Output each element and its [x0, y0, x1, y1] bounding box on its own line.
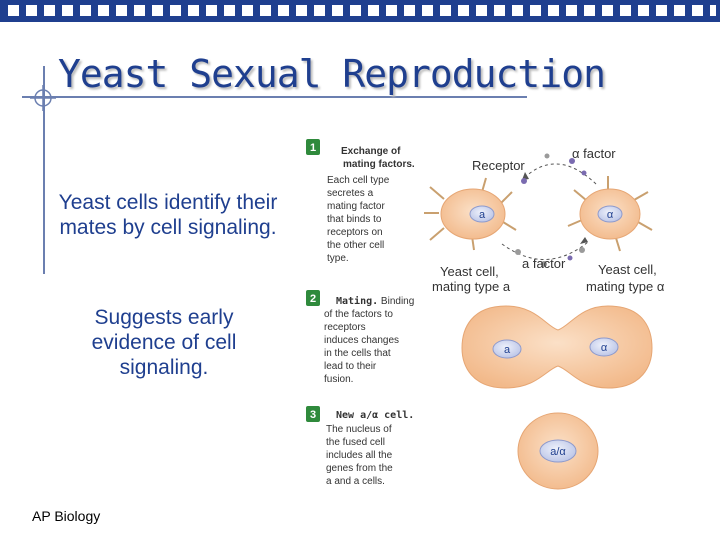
bullet-text-2: Suggests early evidence of cell signalin… — [91, 306, 237, 380]
step-3-badge: 3 — [306, 406, 320, 422]
svg-text:3: 3 — [310, 409, 316, 421]
diploid-nucleus — [539, 439, 577, 463]
receptor-label: Receptor — [472, 158, 525, 173]
crosshair-icon — [30, 85, 56, 111]
fused-nucleus-a-label: a — [504, 344, 511, 356]
svg-text:1: 1 — [310, 142, 316, 154]
a-factor-label: a factor — [522, 256, 566, 271]
cell-a-label: a — [479, 209, 486, 221]
receptor-spikes-alpha — [567, 176, 653, 252]
nucleus-a — [469, 205, 495, 223]
fused-nucleus-a — [492, 339, 522, 359]
step-1-badge: 1 — [306, 139, 320, 155]
cell-alpha-caption-line2: mating type α — [586, 279, 665, 294]
step-3-text: New a/α cell. The nucleus of the fused c… — [326, 410, 417, 487]
cell-a-caption-line1: Yeast cell, — [440, 264, 499, 279]
footer-label: AP Biology — [32, 508, 101, 524]
step-1-heading: Exchange of mating factors. — [341, 146, 415, 170]
svg-text:2: 2 — [310, 293, 316, 305]
decorative-horizontal-rule — [22, 96, 527, 98]
alpha-factor-label: α factor — [572, 146, 616, 161]
step-1-body: Each cell type secretes a mating factor … — [327, 175, 392, 264]
step-2-text: Mating. Binding of the factors to recept… — [324, 295, 417, 385]
fusing-cells — [461, 305, 653, 389]
arrowhead-icon — [580, 237, 588, 244]
cell-a-caption-line2: mating type a — [432, 279, 511, 294]
fused-nucleus-alpha — [589, 337, 619, 357]
receptor-spikes-a — [424, 177, 517, 251]
slide-title: Yeast Sexual Reproduction — [58, 52, 606, 96]
top-banner — [0, 0, 720, 22]
diploid-nucleus-label: a/α — [550, 446, 566, 458]
factor-molecules — [515, 153, 587, 267]
step-2-badge: 2 — [306, 290, 320, 306]
yeast-mating-figure: 1 2 3 Exchange of mating factors. Each c… — [306, 139, 665, 490]
cell-alpha-label: α — [607, 209, 614, 221]
decorative-vertical-rule — [43, 66, 45, 274]
cell-alpha-caption-line1: Yeast cell, — [598, 262, 657, 277]
arrowhead-icon — [522, 172, 529, 180]
nucleus-alpha — [597, 205, 623, 223]
bullet-text-1: Yeast cells identify their mates by cell… — [58, 191, 278, 240]
fused-nucleus-alpha-label: α — [601, 342, 608, 354]
alpha-factor-path — [521, 163, 597, 185]
